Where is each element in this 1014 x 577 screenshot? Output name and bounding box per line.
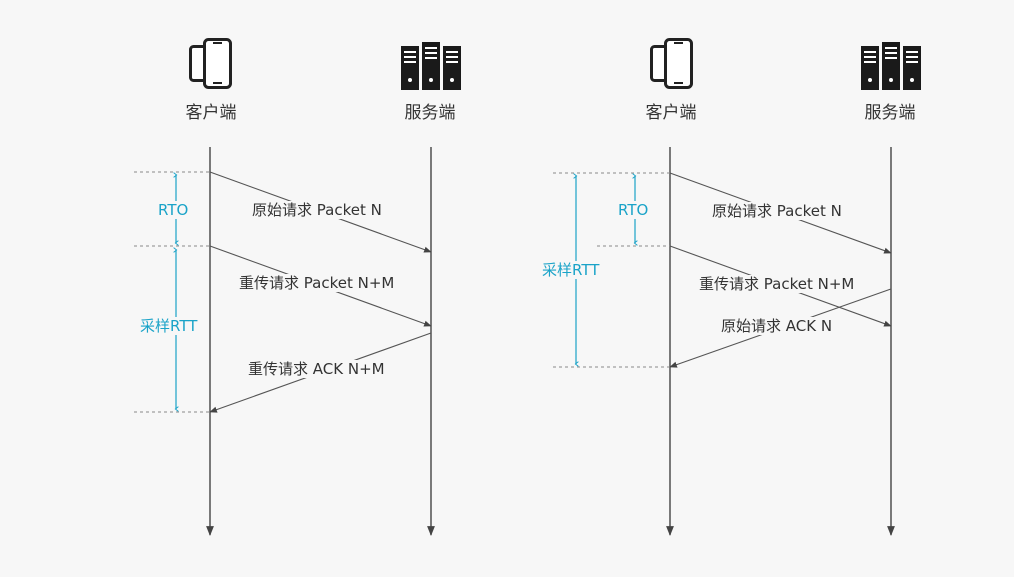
server-icon xyxy=(861,42,921,90)
rtt-label: 采样RTT xyxy=(140,317,198,335)
client-node-label: 客户端 xyxy=(645,103,697,123)
message-label: 重传请求 ACK N+M xyxy=(246,360,387,378)
rto-label: RTO xyxy=(158,201,189,219)
message-label: 原始请求 Packet N xyxy=(710,202,844,220)
message-label: 重传请求 Packet N+M xyxy=(237,274,397,292)
server-icon xyxy=(401,42,461,90)
rtt-label: 采样RTT xyxy=(542,261,600,279)
rto-label: RTO xyxy=(618,201,649,219)
phone-icon xyxy=(650,38,693,89)
server-node-label: 服务端 xyxy=(864,103,916,123)
phone-icon xyxy=(189,38,232,89)
message-label: 重传请求 Packet N+M xyxy=(697,275,857,293)
message-label: 原始请求 ACK N xyxy=(719,317,835,335)
message-label: 原始请求 Packet N xyxy=(250,201,384,219)
client-node-label: 客户端 xyxy=(185,103,237,123)
server-node-label: 服务端 xyxy=(404,103,456,123)
